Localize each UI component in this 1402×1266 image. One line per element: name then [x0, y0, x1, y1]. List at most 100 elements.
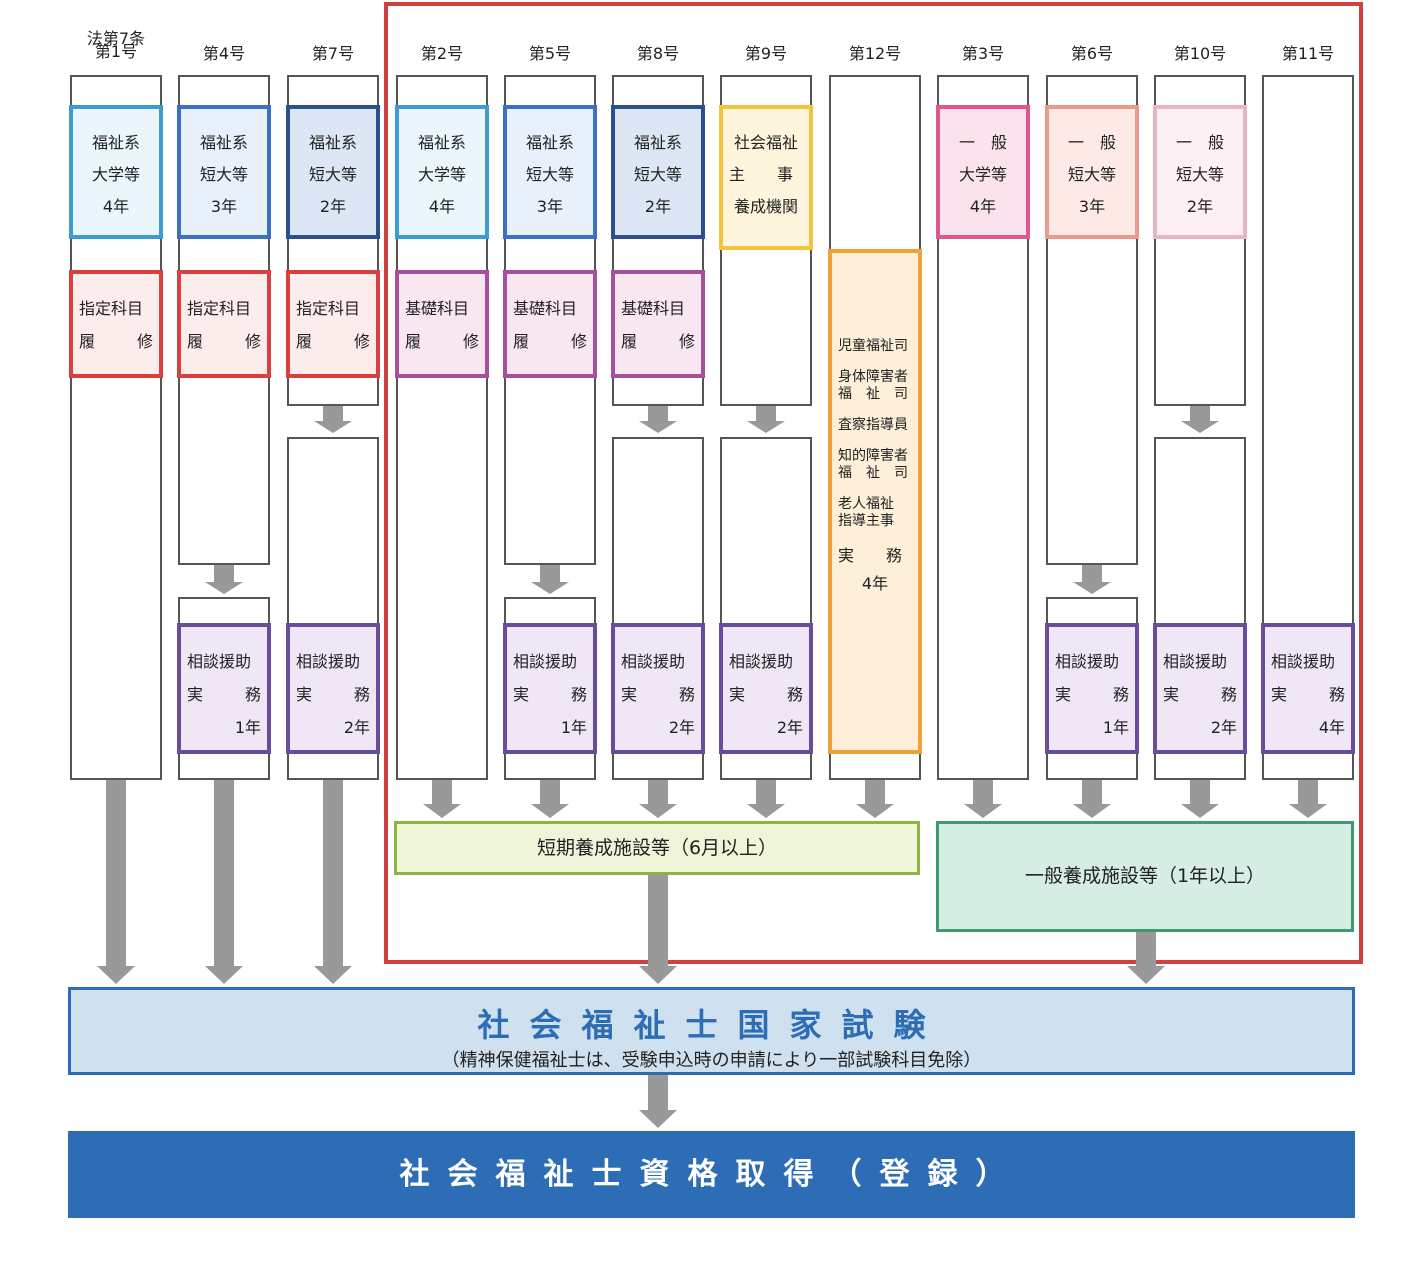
general-to-exam-arrow-shaft [1136, 932, 1156, 966]
facility-arrow-11-head [1289, 804, 1327, 818]
practice-card-split: 実務 [187, 678, 261, 711]
practice-card-split: 実務 [621, 678, 695, 711]
subject-card-title: 指定科目 [79, 299, 144, 318]
subject-card-title: 基礎科目 [621, 299, 686, 318]
subject-card-left: 履 [296, 332, 313, 351]
practice-card-title: 相談援助 [513, 652, 578, 671]
subject-card-1: 指定科目履修 [177, 270, 271, 378]
practice-card-years: 2年 [776, 718, 803, 737]
practice-card-split: 実務 [1055, 678, 1129, 711]
practice-card-years: 2年 [1210, 718, 1237, 737]
subject-card-left: 履 [187, 332, 204, 351]
practice-card-left: 実 [187, 685, 204, 704]
school-card-line: 福祉系 [633, 133, 682, 152]
school-card-line: 主 事 [729, 165, 794, 184]
subject-card-right: 修 [136, 332, 153, 351]
special-card-line: 知的障害者 [838, 448, 908, 464]
facility-arrow-9-shaft [1082, 780, 1102, 804]
school-card-line: 4年 [428, 197, 456, 216]
school-card-line: 2年 [1186, 197, 1214, 216]
special-card-line: 実 務 [838, 546, 903, 565]
subject-card-5: 基礎科目履 修 [611, 270, 705, 378]
practice-card-left: 実 [1163, 685, 1180, 704]
step-arrow-2-shaft [756, 406, 776, 421]
short-facility-box: 短期養成施設等（6月以上） [394, 821, 920, 875]
special-card-line: 身体障害者 [838, 369, 908, 385]
subject-card-left: 履 [513, 332, 530, 351]
exam-box: 社会福祉士国家試験 （精神保健福祉士は、受験申込時の申請により一部試験科目免除） [68, 987, 1355, 1075]
school-card-line: 社会福祉 [733, 133, 798, 152]
subject-card-left: 履 [621, 332, 638, 351]
school-card-line: 3年 [1078, 197, 1106, 216]
practice-card-left: 実 [729, 685, 746, 704]
special-card-line: 福 祉 司 [838, 465, 908, 481]
facility-arrow-7-shaft [865, 780, 885, 804]
practice-card-title: 相談援助 [1271, 652, 1336, 671]
practice-card-years: 2年 [343, 718, 370, 737]
school-card-line: 短大等 [633, 165, 682, 184]
registration-box: 社会福祉士資格取得（登録） [68, 1131, 1355, 1218]
school-card-line: 一 般 [1175, 133, 1224, 152]
school-card-line: 福祉系 [308, 133, 357, 152]
subject-card-split: 履修 [296, 325, 370, 358]
practice-card-right: 務 [678, 685, 695, 704]
subject-card-left: 履 [79, 332, 96, 351]
practice-card-split: 実務 [1271, 678, 1345, 711]
practice-card-right: 務 [786, 685, 803, 704]
practice-card-title: 相談援助 [621, 652, 686, 671]
special-card-line: 4年 [861, 574, 889, 593]
subject-card-split: 履修 [513, 325, 587, 358]
practice-card-years: 1年 [234, 718, 261, 737]
general-facility-box: 一般養成施設等（1年以上） [936, 821, 1354, 932]
school-card-line: 大学等 [958, 165, 1007, 184]
short-facility-label: 短期養成施設等（6月以上） [536, 837, 778, 859]
facility-arrow-10-shaft [1190, 780, 1210, 804]
facility-arrow-10-head [1181, 804, 1219, 818]
special-card-line: 児童福祉司 [838, 338, 908, 354]
facility-arrow-6-shaft [756, 780, 776, 804]
school-card-line: 短大等 [1175, 165, 1224, 184]
school-card-line: 養成機関 [733, 197, 798, 216]
column-header-3: 第2号 [420, 44, 464, 63]
subject-card-split: 履修 [187, 325, 261, 358]
facility-arrow-5-head [639, 804, 677, 818]
school-card-line: 短大等 [199, 165, 248, 184]
exam-arrow-0-head [97, 966, 135, 984]
school-card-line: 3年 [210, 197, 238, 216]
step-arrow-1-head [639, 421, 677, 433]
practice-card-title: 相談援助 [729, 652, 794, 671]
subject-card-title: 基礎科目 [405, 299, 470, 318]
practice-card-left: 実 [296, 685, 313, 704]
practice-card-split: 実務 [729, 678, 803, 711]
school-card-line: 3年 [536, 197, 564, 216]
step-arrow-2-head [747, 421, 785, 433]
short-to-exam-arrow-head [639, 966, 677, 984]
school-card-line: 福祉系 [199, 133, 248, 152]
practice-card-left: 実 [513, 685, 530, 704]
column-header-1: 第4号 [202, 44, 246, 63]
step-arrow-3-head [1181, 421, 1219, 433]
step-arrow-1-shaft [648, 406, 668, 421]
header-prefix: 法第7条 [86, 29, 146, 48]
practice-card-right: 務 [1220, 685, 1237, 704]
school-card-line: 福祉系 [91, 133, 140, 152]
practice-card-split: 実務 [1163, 678, 1237, 711]
registration-title: 社会福祉士資格取得（登録） [399, 1157, 1024, 1192]
exam-arrow-2-head [314, 966, 352, 984]
column-header-4: 第5号 [528, 44, 572, 63]
facility-arrow-8-shaft [973, 780, 993, 804]
column-header-0: 第1号 [94, 42, 138, 61]
column-header-9: 第6号 [1070, 44, 1114, 63]
facility-arrow-9-head [1073, 804, 1111, 818]
practice-card-right: 務 [570, 685, 587, 704]
practice-card-title: 相談援助 [296, 652, 361, 671]
subject-card-right: 修 [678, 332, 695, 351]
facility-arrow-7-head [856, 804, 894, 818]
special-card: 児童福祉司身体障害者福 祉 司査察指導員知的障害者福 祉 司老人福祉指導主事実 … [828, 249, 922, 754]
subject-card-2: 指定科目履修 [286, 270, 380, 378]
